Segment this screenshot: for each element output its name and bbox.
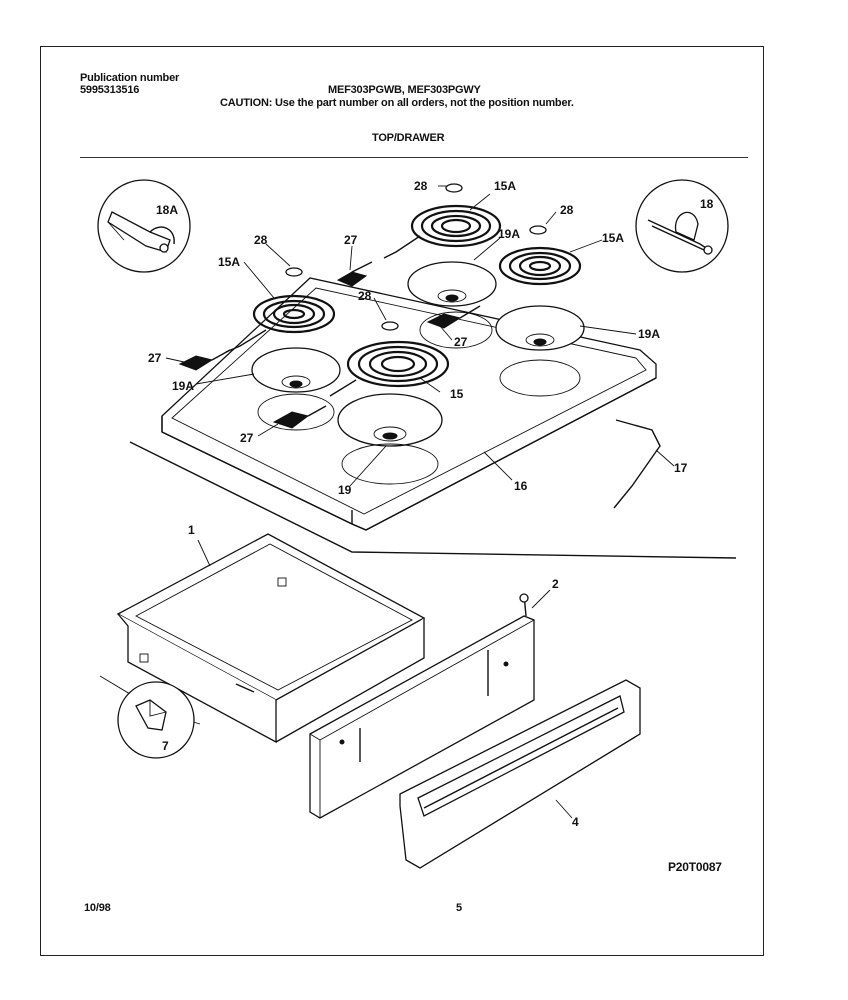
- section-title: TOP/DRAWER: [372, 132, 445, 144]
- surface-element-15a-top: [383, 204, 502, 259]
- drawer-handle-panel-4: [399, 679, 641, 869]
- detail-circle-18: [635, 179, 729, 273]
- callout-1: 1: [188, 523, 195, 537]
- drip-bowl-19a-left: [251, 347, 341, 393]
- receptacle-27-left: [178, 349, 231, 371]
- callout-15a-left: 15A: [218, 255, 240, 269]
- header-divider: [80, 157, 748, 158]
- callout-15a-top: 15A: [494, 179, 516, 193]
- callout-16: 16: [514, 479, 528, 493]
- drip-bowl-19a-back: [407, 261, 497, 307]
- callout-27-left: 27: [148, 351, 162, 365]
- surface-element-15a-left: [225, 294, 336, 353]
- callout-19a-left: 19A: [172, 379, 194, 393]
- receptacle-27-low: [272, 405, 327, 429]
- page-border: [40, 46, 764, 956]
- trim-ring-28: [285, 267, 303, 277]
- callout-4: 4: [572, 815, 579, 829]
- callout-19a-right: 19A: [638, 327, 660, 341]
- callout-18: 18: [700, 197, 714, 211]
- callout-27-top: 27: [344, 233, 358, 247]
- receptacle-27-top: [336, 261, 373, 287]
- callout-28-mid: 28: [358, 289, 372, 303]
- drawing-code: P20T0087: [668, 860, 722, 874]
- callout-19: 19: [338, 483, 352, 497]
- callout-2: 2: [552, 577, 559, 591]
- callout-18a: 18A: [156, 203, 178, 217]
- callout-28-top: 28: [414, 179, 428, 193]
- trim-ring-28: [381, 321, 399, 331]
- publication-number: 5995313516: [80, 84, 140, 96]
- callout-17: 17: [674, 461, 688, 475]
- callout-28-left: 28: [254, 233, 268, 247]
- revision-date: 10/98: [84, 902, 111, 914]
- caution-note: CAUTION: Use the part number on all orde…: [220, 97, 574, 109]
- model-numbers: MEF303PGWB, MEF303PGWY: [328, 84, 481, 96]
- surface-element-15: [329, 340, 450, 397]
- callout-19a-top: 19A: [498, 227, 520, 241]
- page-number: 5: [456, 902, 462, 914]
- callout-15a-right: 15A: [602, 231, 624, 245]
- publication-label: Publication number: [80, 72, 180, 84]
- detail-circle-18a: [97, 179, 191, 273]
- burner-opening: [341, 443, 439, 485]
- surface-element-15a-right: [498, 246, 582, 286]
- drawer-front-2: [309, 593, 535, 819]
- callout-15: 15: [450, 387, 464, 401]
- callout-28-right: 28: [560, 203, 574, 217]
- top-support-rod-17: [613, 419, 661, 509]
- callout-27-mid: 27: [454, 335, 468, 349]
- burner-opening: [257, 393, 335, 431]
- burner-opening: [419, 311, 493, 349]
- callout-27-low: 27: [240, 431, 254, 445]
- burner-opening: [499, 359, 581, 397]
- trim-ring-28: [445, 183, 463, 193]
- detail-circle-7: [117, 681, 195, 759]
- receptacle-27-mid: [426, 305, 481, 329]
- drip-bowl-19a-right: [495, 305, 585, 351]
- drawer-body-1: [116, 533, 426, 744]
- trim-ring-28: [529, 225, 547, 235]
- section-divider-line: [129, 441, 737, 559]
- callout-7: 7: [162, 739, 169, 753]
- drip-bowl-19: [337, 393, 443, 447]
